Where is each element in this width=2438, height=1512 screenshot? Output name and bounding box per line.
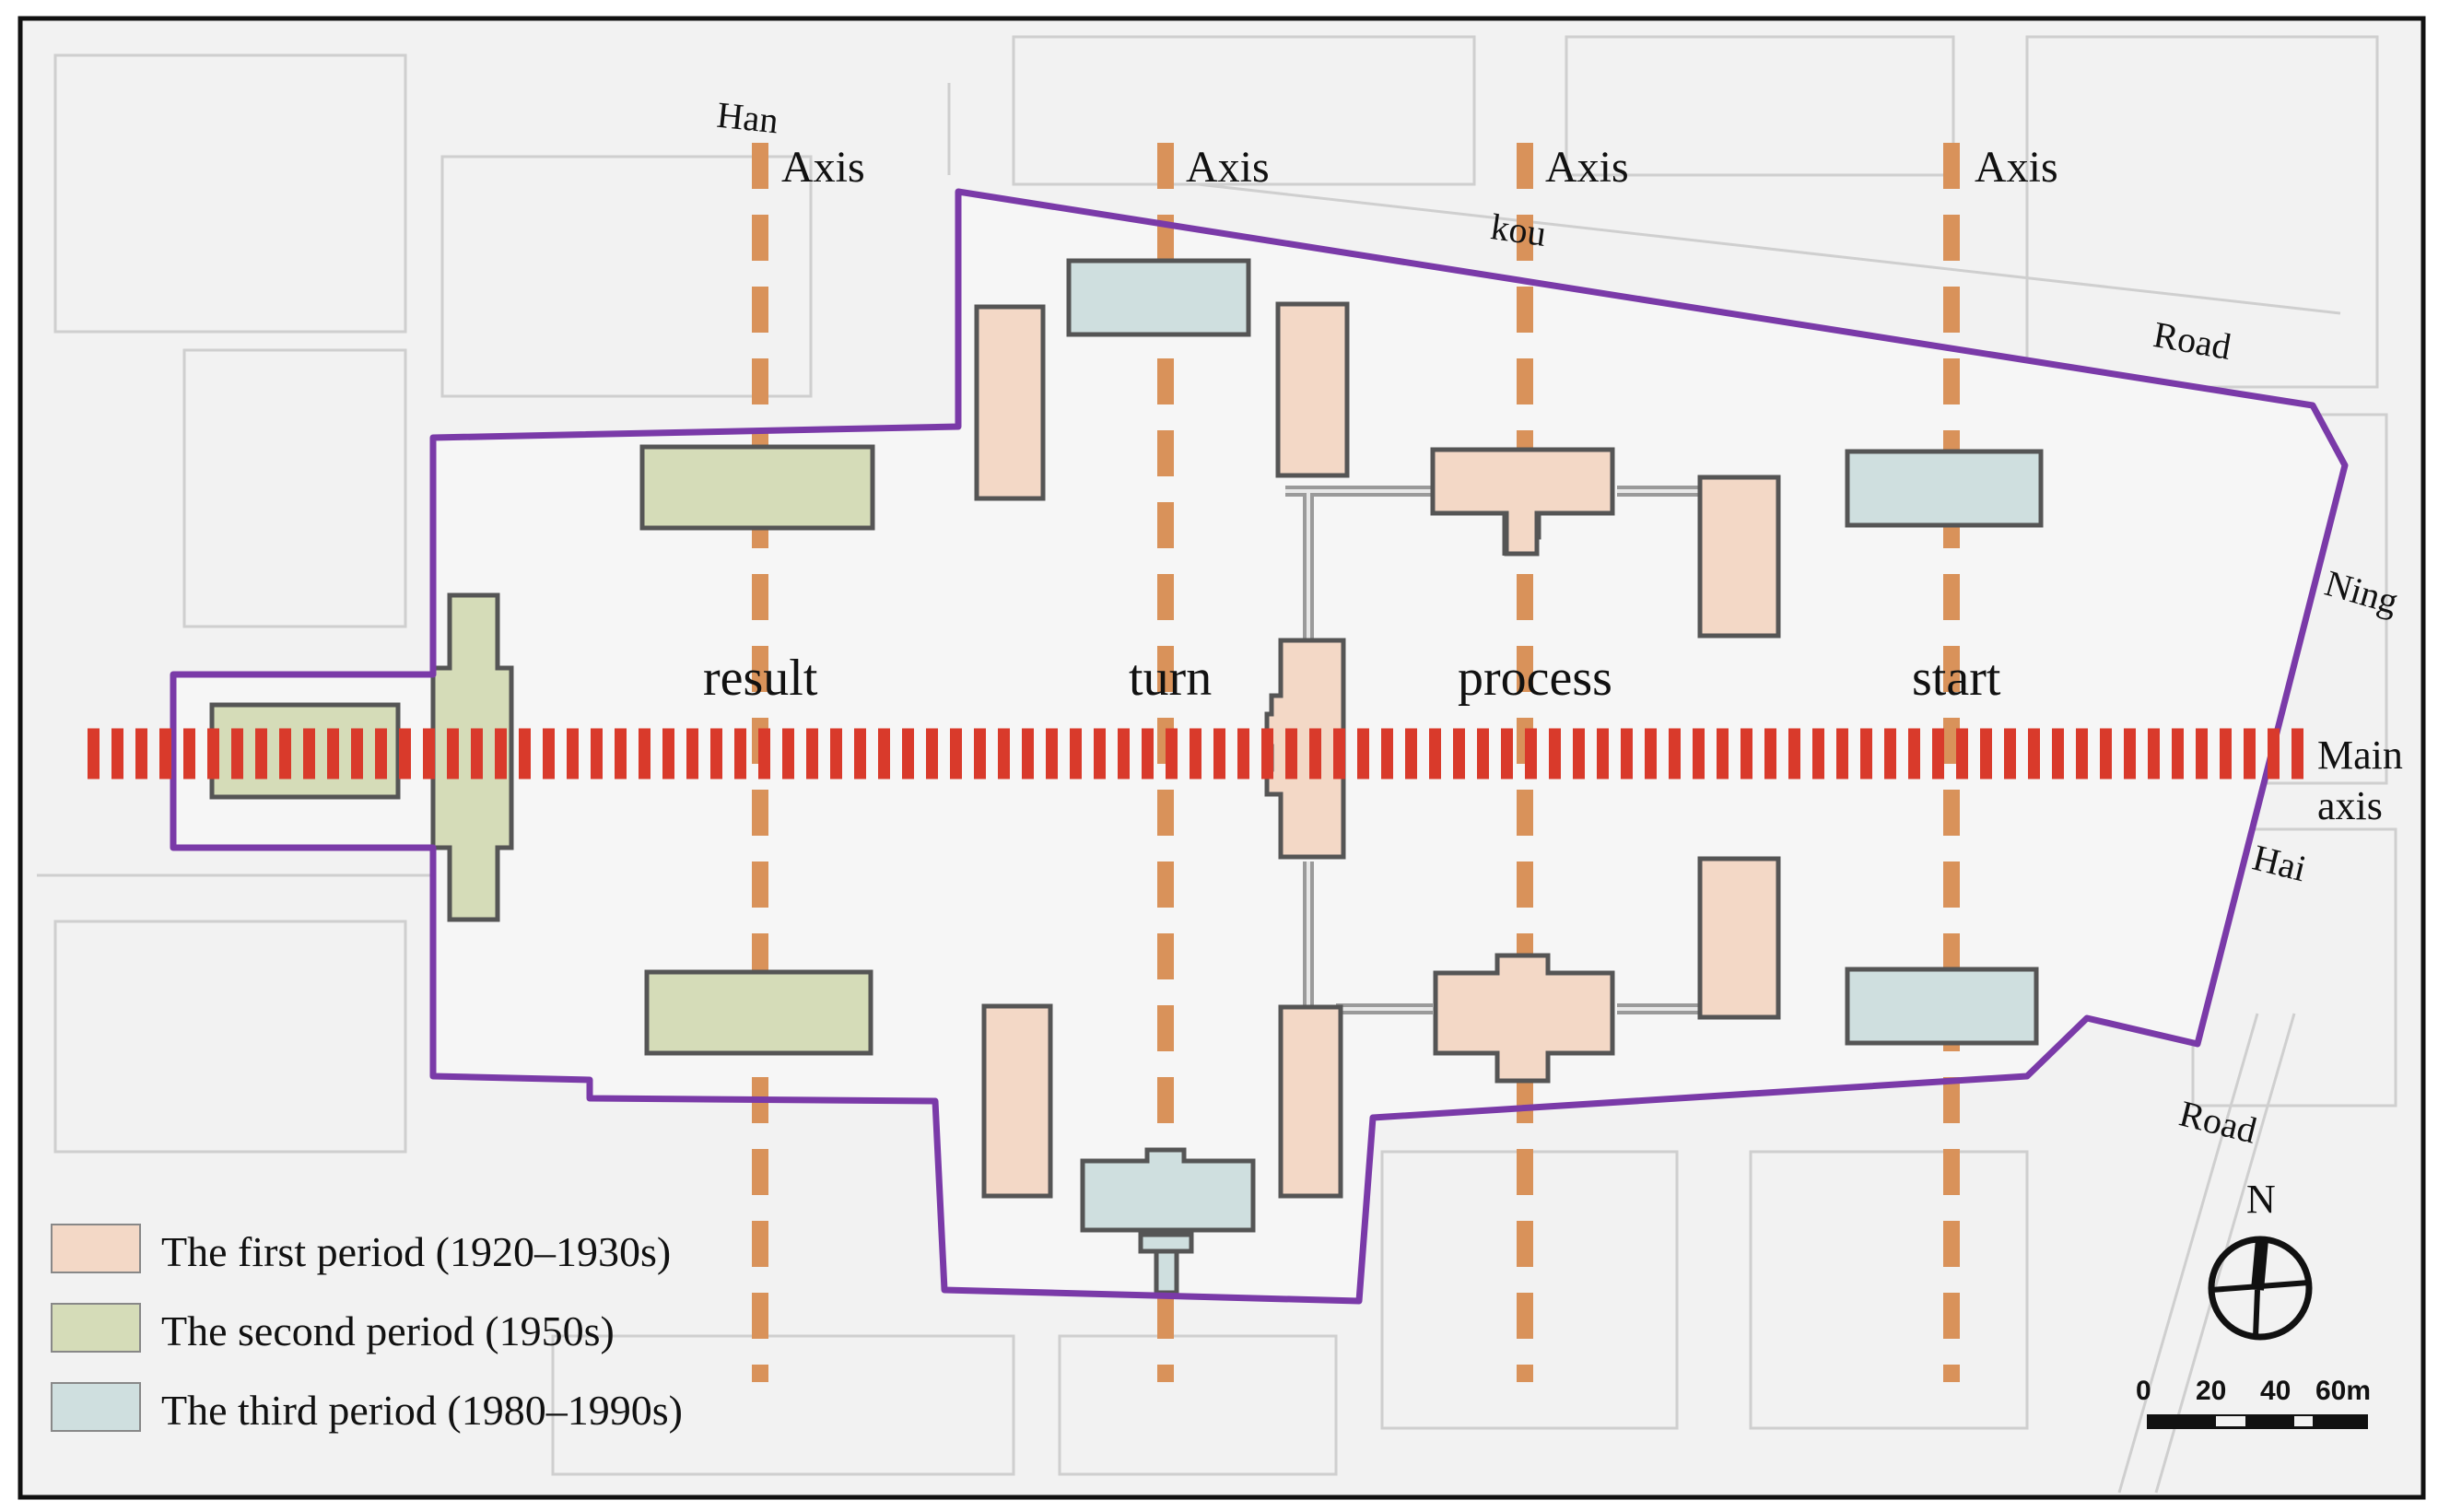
legend-swatch-second-period	[51, 1303, 141, 1353]
building-first-period	[1697, 856, 1781, 1020]
building-first-period	[1430, 447, 1615, 557]
phase-label-process: process	[1458, 650, 1612, 707]
building-first-period	[1275, 301, 1350, 478]
phase-label-start: start	[1912, 650, 2001, 707]
axis-label-turn: Axis	[1186, 143, 1270, 192]
building-first-period	[974, 304, 1046, 501]
scale-tick-40: 40	[2260, 1376, 2291, 1406]
building-third-period	[1138, 1232, 1194, 1254]
phase-label-result: result	[703, 650, 818, 707]
axis-label-start: Axis	[1975, 143, 2058, 192]
buildings-first-period	[974, 301, 1781, 1199]
road-label-han: Han	[714, 93, 780, 142]
building-first-period	[1697, 475, 1781, 639]
scale-tick-60m: 60m	[2315, 1376, 2372, 1406]
building-third-period	[1845, 449, 2044, 528]
building-first-period	[1433, 953, 1615, 1084]
axis-label-process: Axis	[1545, 143, 1629, 192]
building-third-period	[1154, 1248, 1179, 1295]
legend-item-second-period: The second period (1950s)	[51, 1303, 972, 1358]
corridor-inner	[1285, 489, 1700, 1011]
scale-bar-graphic	[2147, 1414, 2368, 1429]
main-axis-label-line2: axis	[2317, 783, 2383, 828]
main-axis-label-line1: Main	[2317, 733, 2403, 778]
legend-item-third-period: The third period (1980–1990s)	[51, 1382, 972, 1437]
scale-tick-20: 20	[2196, 1376, 2227, 1406]
legend-item-first-period: The first period (1920–1930s)	[51, 1224, 972, 1279]
campus-boundary	[170, 188, 2349, 1305]
building-second-period	[639, 444, 875, 531]
axis-label-result: Axis	[781, 143, 865, 192]
legend-label-second-period: The second period (1950s)	[161, 1307, 615, 1354]
legend-swatch-third-period	[51, 1382, 141, 1432]
building-second-period	[644, 969, 873, 1056]
main-axis-label: Main axis	[2317, 730, 2403, 831]
building-third-period	[1845, 967, 2039, 1046]
scale-tick-0: 0	[2136, 1376, 2151, 1406]
buildings-second-period	[209, 444, 875, 1056]
buildings-third-period	[1066, 258, 2044, 1295]
legend-swatch-first-period	[51, 1224, 141, 1273]
building-first-period	[1278, 1004, 1343, 1199]
building-third-period	[1080, 1147, 1256, 1233]
phase-label-turn: turn	[1129, 650, 1213, 707]
legend-label-third-period: The third period (1980–1990s)	[161, 1387, 683, 1434]
compass-icon	[2208, 1236, 2313, 1341]
building-third-period	[1066, 258, 1251, 337]
legend-label-first-period: The first period (1920–1930s)	[161, 1228, 672, 1275]
compass-north-label: N	[2246, 1177, 2276, 1222]
road-label-kou: kou	[1488, 205, 1549, 254]
building-first-period	[981, 1003, 1053, 1199]
